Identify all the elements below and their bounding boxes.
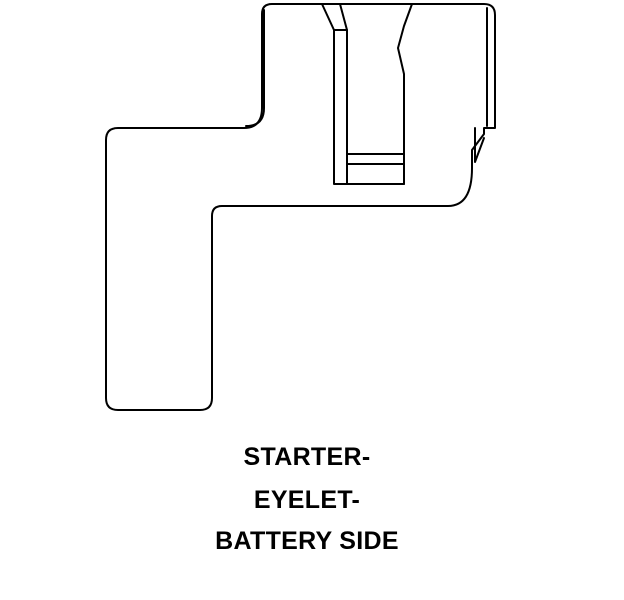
center-slot-right-wall: [397, 3, 413, 185]
eyelet-line-drawing: [105, 3, 496, 411]
center-slot-inner-left: [333, 29, 348, 185]
center-slot-left-wall: [321, 3, 405, 185]
center-slot-top-left: [339, 3, 348, 31]
caption-line-eyelet: EYELET-: [253, 486, 361, 514]
right-notch: [474, 127, 485, 163]
caption-line-starter: STARTER-: [243, 443, 371, 471]
eyelet-inner-left-edge: [245, 9, 265, 127]
caption-line-battery-side: BATTERY SIDE: [215, 527, 399, 555]
eyelet-outer-outline: [105, 3, 496, 411]
